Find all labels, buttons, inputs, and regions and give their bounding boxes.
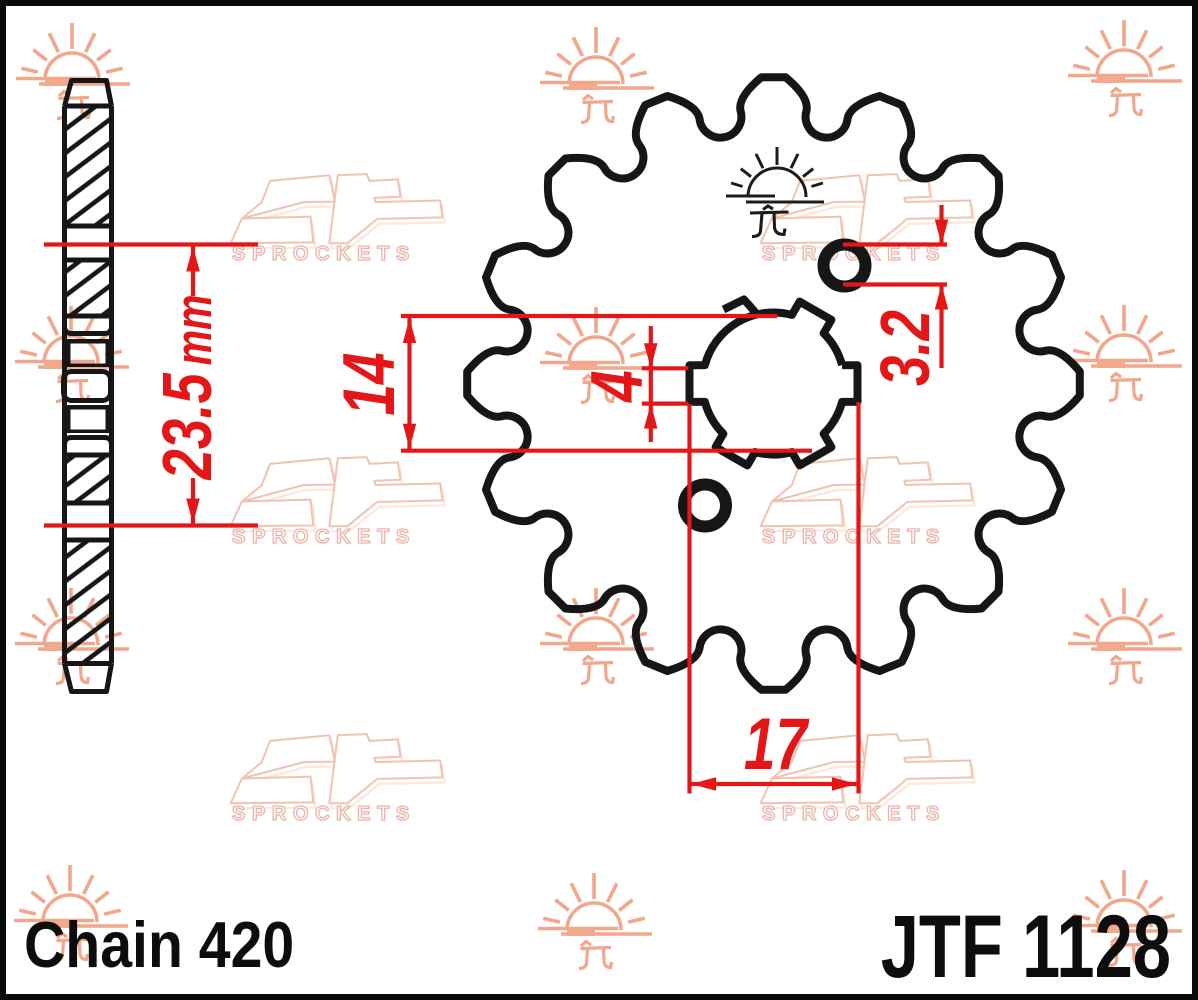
svg-text:23.5 mm: 23.5 mm [149,295,227,481]
svg-text:Chain 420: Chain 420 [24,909,294,981]
svg-text:JTF 1128: JTF 1128 [881,896,1171,996]
svg-text:14: 14 [328,352,409,415]
svg-text:4: 4 [576,370,657,403]
svg-text:3.2: 3.2 [867,310,945,386]
svg-text:17: 17 [744,703,810,784]
